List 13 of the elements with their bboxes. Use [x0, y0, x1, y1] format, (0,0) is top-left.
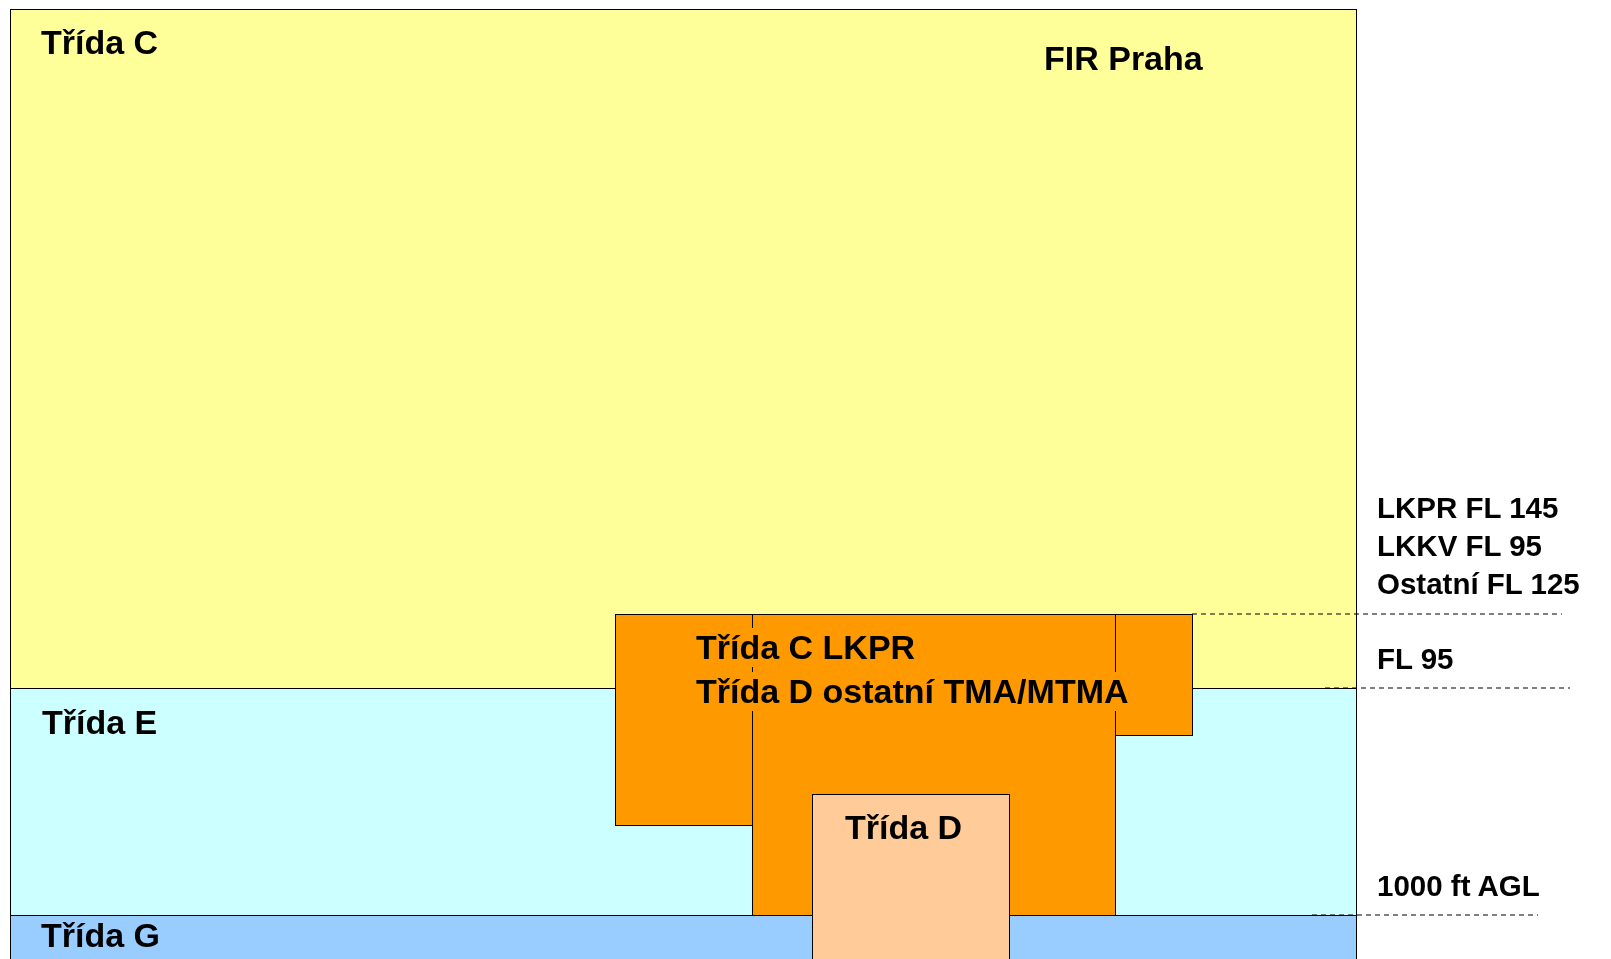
zone-label: Třída C LKPR — [696, 628, 916, 668]
zone-label: Třída C — [41, 23, 159, 63]
altitude-label: 1000 ft AGL — [1377, 869, 1540, 903]
altitude-label: FL 95 — [1377, 642, 1454, 676]
zone-label: Třída D — [845, 808, 963, 848]
altitude-label: LKKV FL 95 — [1377, 529, 1542, 563]
altitude-label: LKPR FL 145 — [1377, 491, 1559, 525]
zone-label: FIR Praha — [1044, 39, 1203, 79]
zone-label: Třída G — [41, 916, 161, 956]
airspace-zone — [812, 794, 1010, 959]
zone-label: Třída D ostatní TMA/MTMA — [696, 672, 1129, 712]
zone-label: Třída E — [42, 703, 158, 743]
altitude-label: Ostatní FL 125 — [1377, 567, 1580, 601]
